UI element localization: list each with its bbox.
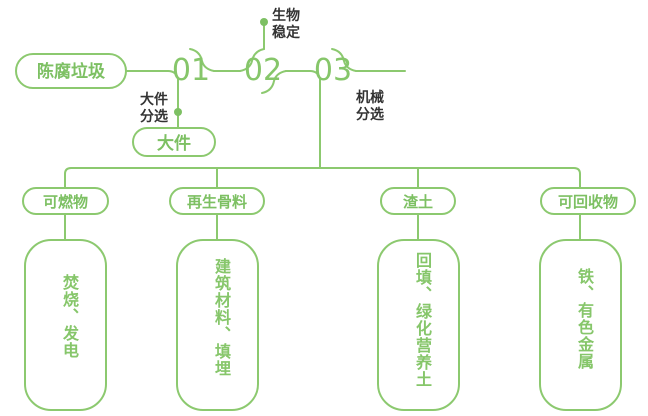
step-02-right-hook — [261, 70, 287, 94]
output-label-1: 可燃物 — [42, 193, 88, 211]
output-box-2 — [176, 239, 259, 411]
bulky-output-label: 大件 — [157, 134, 191, 154]
source-pill-shape — [15, 53, 127, 89]
output-detail-2: 建筑材料、填埋 — [212, 258, 231, 377]
output-box-3 — [377, 239, 460, 411]
step-02-left-hook — [239, 48, 265, 72]
output-detail-4: 铁、有色金属 — [575, 268, 594, 370]
step-number-03: 03 — [313, 53, 353, 88]
bulky-pill-shape — [132, 127, 216, 157]
source-label: 陈腐垃圾 — [37, 62, 105, 82]
step-caption-02: 生物 稳定 — [272, 8, 300, 41]
output-pill-4 — [540, 187, 636, 215]
distribution-bus — [64, 167, 581, 189]
output-label-3: 渣土 — [402, 193, 433, 211]
bio-dot — [260, 18, 268, 26]
step-caption-03: 机械 分选 — [356, 90, 384, 123]
step-01-left-hook — [167, 70, 179, 102]
bulky-dot — [174, 108, 182, 116]
step-number-02: 02 — [243, 53, 283, 88]
step-caption-01: 大件 分选 — [140, 92, 168, 125]
step-03-left-hook — [309, 70, 321, 102]
output-detail-1: 焚烧、发电 — [60, 274, 79, 359]
output-label-2: 再生骨料 — [186, 193, 247, 211]
step-01-right-hook — [189, 48, 215, 72]
output-box-4 — [539, 239, 622, 411]
output-detail-3: 回填、绿化营养土 — [413, 252, 432, 388]
step-03-right-hook — [331, 48, 357, 72]
output-label-4: 可回收物 — [557, 193, 618, 211]
output-box-1 — [24, 239, 107, 411]
step-number-01: 01 — [171, 53, 211, 88]
